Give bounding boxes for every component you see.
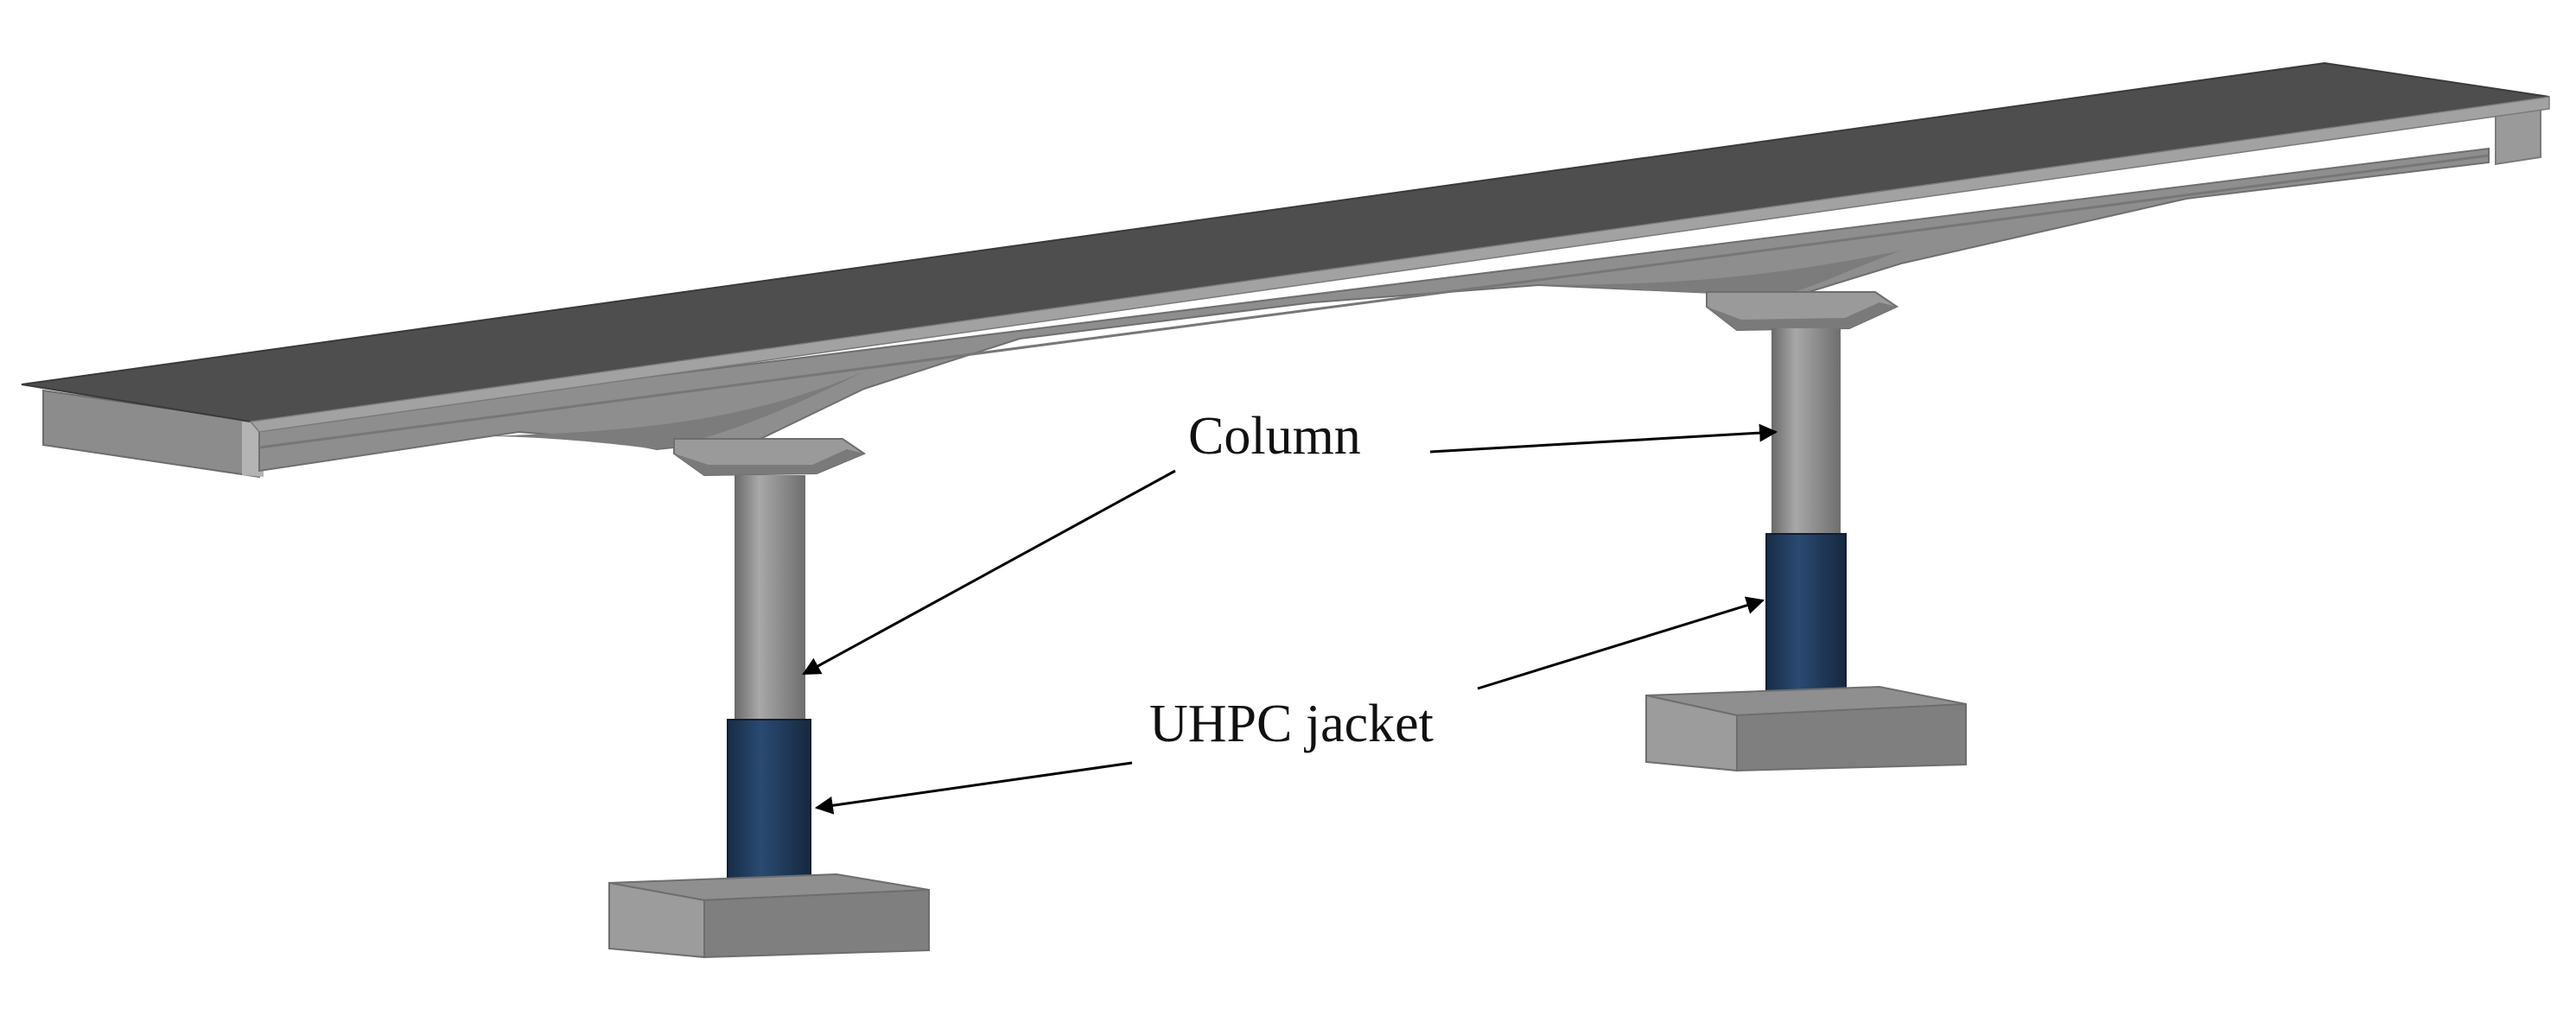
left-pier-cap-shade — [674, 449, 864, 475]
haunch-right — [1538, 251, 1901, 295]
deck-edge — [249, 96, 2550, 433]
deck-left-end-face — [242, 422, 264, 477]
right-column — [1771, 328, 1841, 536]
right-uhpc-jacket — [1765, 533, 1847, 704]
arrow-jacket-right — [1477, 596, 1765, 690]
arrow-column-right — [1429, 423, 1778, 454]
left-uhpc-jacket — [727, 719, 811, 893]
arrow-column-left — [802, 469, 1176, 676]
deck-top-surface — [21, 61, 2550, 423]
arrow-jacket-left — [814, 761, 1133, 815]
haunch-left — [484, 371, 864, 449]
left-footing-side — [703, 888, 930, 959]
girder-line — [258, 154, 2490, 449]
left-column — [735, 475, 805, 721]
left-pier — [608, 438, 930, 959]
uhpc-jacket-label: UHPC jacket — [1149, 695, 1434, 753]
bridge-deck — [21, 61, 2550, 479]
right-pier — [1645, 291, 1967, 772]
right-footing-side — [1736, 702, 1967, 772]
callout-arrows — [802, 423, 1778, 815]
column-label: Column — [1188, 407, 1361, 466]
right-pier-cap-shade — [1707, 302, 1897, 330]
